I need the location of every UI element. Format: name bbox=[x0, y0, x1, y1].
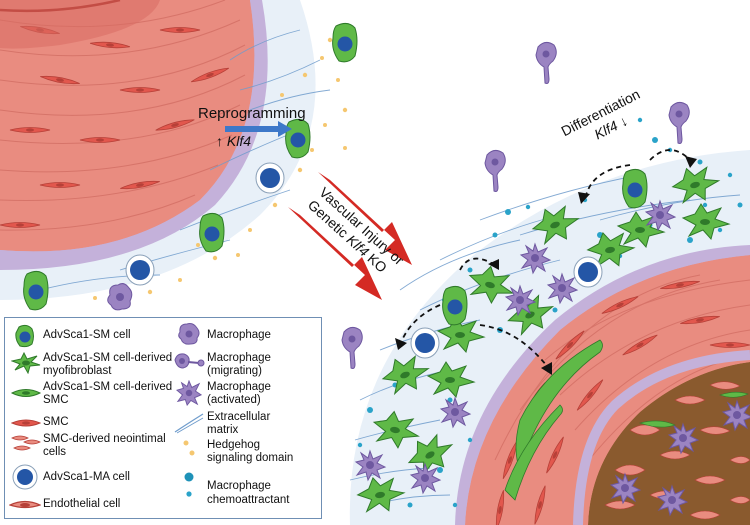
legend-label-ecm-1: Extracellular bbox=[207, 411, 271, 423]
neointimal-cells-icon bbox=[11, 435, 41, 451]
injury-arrows bbox=[288, 172, 412, 300]
up-arrow-glyph: ↑ bbox=[216, 133, 223, 149]
top-left-vessel bbox=[0, 0, 358, 311]
green-cell-icon bbox=[15, 324, 34, 348]
legend-label-ecm-2: matrix bbox=[207, 424, 239, 436]
reprogramming-arrow bbox=[225, 121, 292, 137]
chemoattractant-dots-icon bbox=[184, 472, 194, 497]
legend-label-endothelial: Endothelial cell bbox=[43, 498, 121, 510]
klf4-gene-up: Klf4 bbox=[226, 133, 252, 149]
ma-cell-icon bbox=[12, 464, 38, 490]
legend-label-macrophage-migrating-1: Macrophage bbox=[207, 352, 271, 364]
smc-icon bbox=[11, 419, 41, 427]
down-arrow-glyph: ↓ bbox=[616, 112, 631, 130]
legend-label-smc: SMC bbox=[43, 416, 69, 428]
macrophage-activated-icon bbox=[176, 380, 202, 406]
legend-label-hedgehog-2: signaling domain bbox=[207, 452, 294, 464]
macrophage-migrating-icon bbox=[174, 353, 205, 369]
legend-label-macrophage-activated-2: (activated) bbox=[207, 394, 261, 406]
legend-label-neointimal-2: cells bbox=[43, 446, 67, 458]
bottom-right-vessel bbox=[341, 41, 750, 525]
legend-label-macrophage: Macrophage bbox=[207, 329, 271, 341]
legend-label-hedgehog-1: Hedgehog bbox=[207, 439, 261, 451]
legend-label-myofibroblast-2: myofibroblast bbox=[43, 365, 112, 377]
legend-label-ma-cell: AdvSca1-MA cell bbox=[43, 471, 130, 483]
reprogramming-label: Reprogramming bbox=[198, 105, 306, 122]
macrophage-icon bbox=[178, 323, 200, 345]
legend-label-green-smc-1: AdvSca1-SM cell-derived bbox=[43, 381, 173, 393]
legend-label-chemo-2: chemoattractant bbox=[207, 494, 290, 506]
media-top-left bbox=[0, 0, 255, 252]
legend-label-green-smc-2: SMC bbox=[43, 394, 69, 406]
endothelial-cell-icon bbox=[9, 500, 41, 509]
legend-label-macrophage-activated-1: Macrophage bbox=[207, 381, 271, 393]
legend-label-macrophage-migrating-2: (migrating) bbox=[207, 365, 262, 377]
legend-label-chemo-1: Macrophage bbox=[207, 480, 271, 492]
legend-label-myofibroblast-1: AdvSca1-SM cell-derived bbox=[43, 352, 173, 364]
hedgehog-dots-icon bbox=[183, 440, 195, 456]
klf4-up-label: ↑ Klf4 bbox=[216, 133, 251, 149]
internal-lamina bbox=[573, 350, 750, 525]
extracellular-matrix-icon bbox=[174, 413, 204, 434]
legend-label-advsca1-sm: AdvSca1-SM cell bbox=[43, 329, 131, 341]
neointima bbox=[588, 362, 750, 525]
legend: AdvSca1-SM cell AdvSca1-SM cell-derived … bbox=[4, 317, 322, 519]
green-smc-icon bbox=[11, 389, 41, 397]
legend-label-neointimal-1: SMC-derived neointimal bbox=[43, 433, 166, 445]
myofibroblast-icon bbox=[11, 352, 41, 374]
